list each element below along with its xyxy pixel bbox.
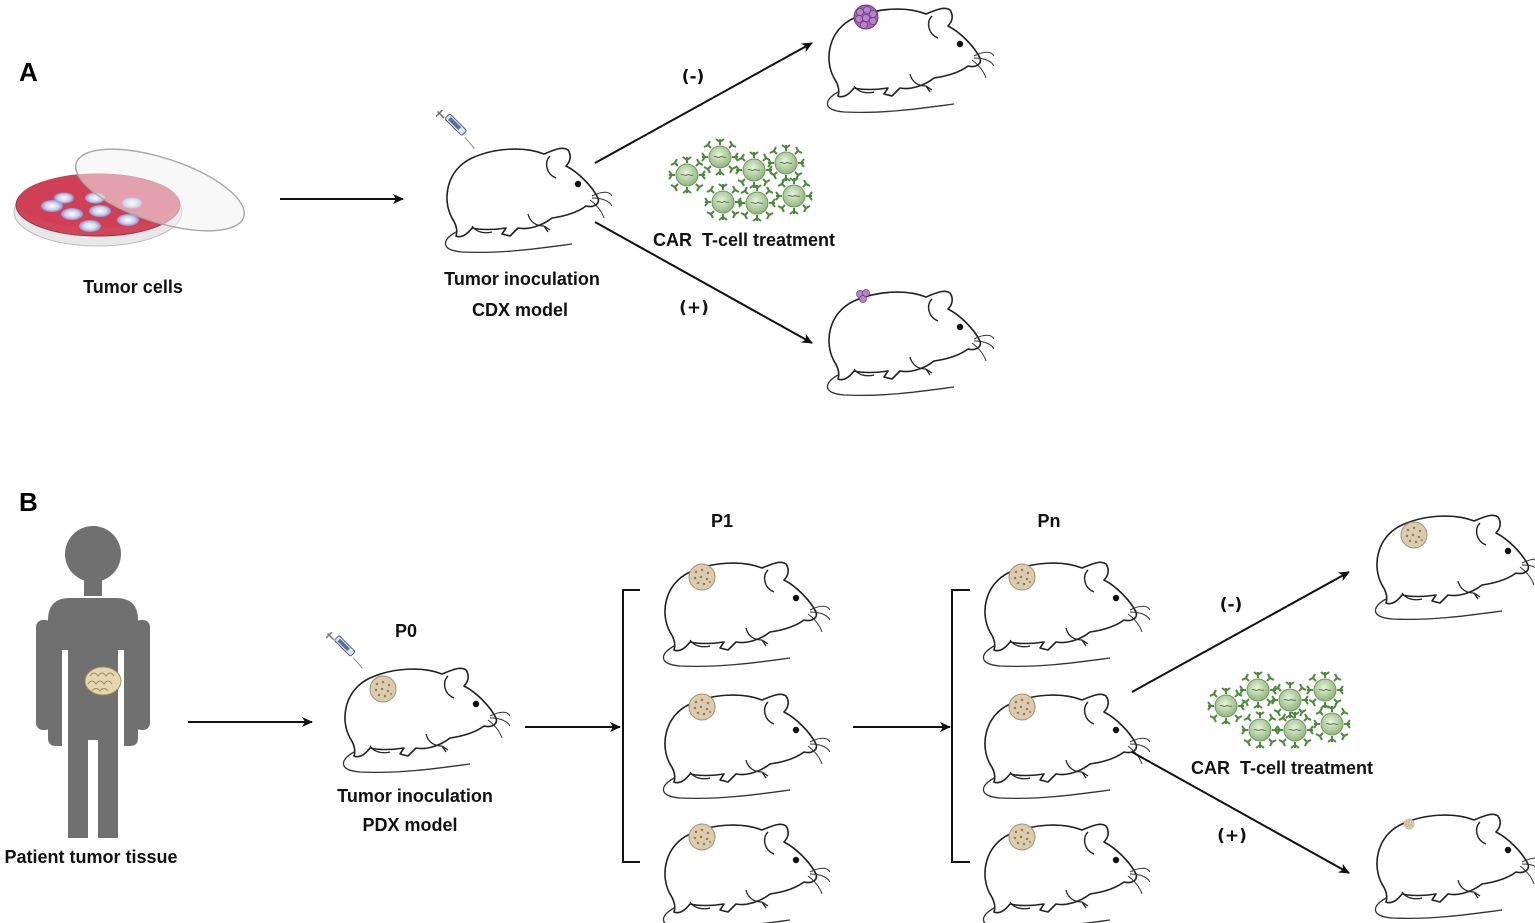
cdx-large-tumor [853, 4, 879, 30]
pdx-small-tumor [1403, 818, 1415, 830]
p1-label: P1 [710, 511, 734, 531]
cdx-untreated-sign: (-) [681, 67, 705, 87]
cdx-model-label: CDX model [471, 300, 569, 320]
petri-dish-lid [74, 148, 246, 232]
panel-label-a: A [19, 57, 38, 87]
arrow-pn-treated [1131, 751, 1350, 874]
p0-mouse [342, 667, 510, 774]
arrow-pn-untreated [1131, 571, 1350, 693]
car-t-cells-b [1207, 671, 1351, 749]
panel-label-b: B [19, 487, 38, 517]
pdx-untreated-mouse [1374, 514, 1535, 621]
cdx-treated-mouse [826, 290, 994, 397]
pn-mice [982, 561, 1150, 923]
car-t-cells-a [668, 138, 813, 222]
pn-label: Pn [1037, 511, 1061, 531]
p0-label: P0 [394, 621, 418, 641]
bracket-p1 [622, 589, 640, 863]
pdx-model-label: PDX model [362, 815, 458, 835]
cdx-small-tumor [856, 289, 870, 303]
tumor-cells-label: Tumor cells [83, 277, 183, 297]
cdx-treated-sign: (+) [679, 298, 709, 318]
pdx-treated-mouse [1374, 813, 1535, 920]
patient-figure [36, 526, 150, 838]
arrow-cdx-treated [594, 221, 813, 344]
syringe-icon-b [326, 632, 364, 670]
patient-tissue-label: Patient tumor tissue [4, 847, 178, 867]
pdx-large-tumor [1400, 521, 1428, 549]
cdx-treatment-label: CAR T-cell treatment [652, 230, 836, 250]
pdx-treatment-label: CAR T-cell treatment [1190, 758, 1374, 778]
cdx-inoculation-label: Tumor inoculation [444, 269, 600, 289]
pdx-inoculation-label: Tumor inoculation [337, 786, 493, 806]
pdx-untreated-sign: (-) [1219, 595, 1243, 615]
bracket-pn [951, 589, 970, 863]
arrow-cdx-untreated [594, 42, 813, 164]
patient-tumor [84, 666, 122, 696]
cdx-untreated-mouse [826, 7, 994, 114]
petri-dish [13, 148, 246, 247]
cdx-mouse [444, 147, 612, 254]
p1-mice [662, 561, 830, 923]
syringe-icon [436, 110, 476, 150]
pdx-treated-sign: (+) [1217, 826, 1247, 846]
p0-tumor [369, 675, 397, 703]
